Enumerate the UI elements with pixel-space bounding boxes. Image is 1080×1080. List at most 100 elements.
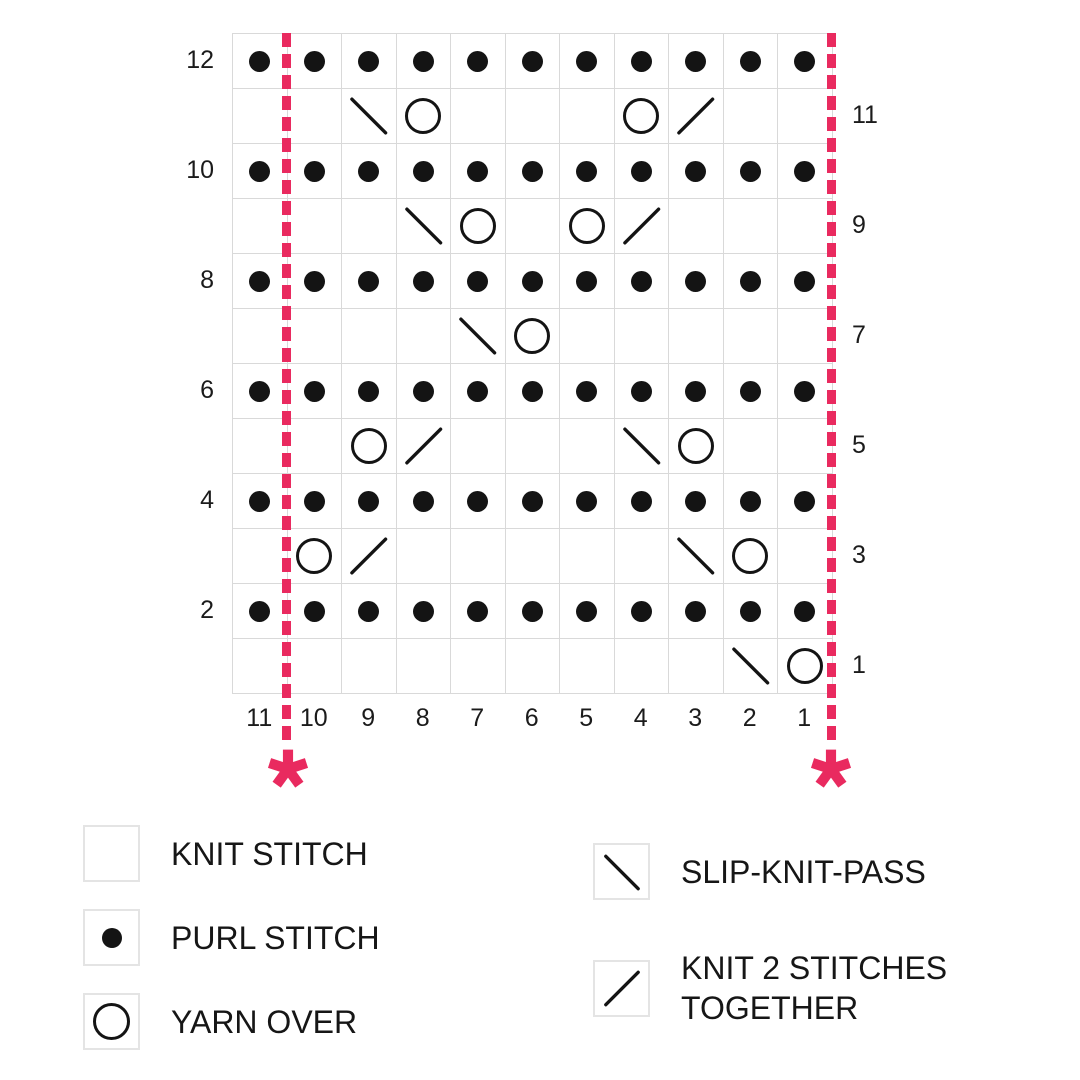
grid-cell-knit [451,89,506,144]
grid-cell-purl [669,364,724,419]
grid-cell-knit [669,199,724,254]
grid-cell-purl [342,584,397,639]
grid-cell-knit [505,639,560,694]
grid-cell-knit [560,419,615,474]
grid-cell-purl [560,34,615,89]
grid-cell-knit [287,639,342,694]
legend-label-skp: SLIP-KNIT-PASS [681,853,926,890]
grid-cell-purl [614,364,669,419]
asterisk-icon [267,749,309,788]
grid-cell-knit [233,529,288,584]
grid-cell-purl [396,34,451,89]
grid-cell-yo [287,529,342,584]
grid-cell-yo [614,89,669,144]
grid-cell-purl [614,474,669,529]
grid-cell-yo [396,89,451,144]
grid-cell-purl [560,364,615,419]
grid-cell-yo [342,419,397,474]
row-label-10: 10 [186,156,214,184]
row-label-2: 2 [200,596,214,624]
grid-cell-purl [233,34,288,89]
grid-cell-purl [396,584,451,639]
grid-cell-purl [560,584,615,639]
row-label-11: 11 [852,101,878,129]
grid-cell-knit [233,309,288,364]
grid-cell-purl [287,584,342,639]
grid-cell-k2tog [614,199,669,254]
grid-cell-purl [287,34,342,89]
slip-knit-pass-icon [593,843,650,900]
grid-cell-purl [505,34,560,89]
grid-cell-purl [451,584,506,639]
grid-cell-knit [396,639,451,694]
column-label-10: 10 [299,704,328,732]
knit-2-together-icon [593,959,650,1017]
grid-cell-knit [778,419,833,474]
grid-cell-purl [342,474,397,529]
grid-cell-purl [451,364,506,419]
grid-cell-knit [451,419,506,474]
grid-cell-k2tog [396,419,451,474]
yarn-over-icon [83,993,140,1050]
grid-cell-knit [778,529,833,584]
grid-cell-purl [233,474,288,529]
grid-cell-knit [505,419,560,474]
grid-cell-purl [287,364,342,419]
grid-cell-knit [614,529,669,584]
purl-stitch-icon [83,909,140,966]
column-label-4: 4 [633,704,648,732]
column-label-5: 5 [579,704,594,732]
legend-left-column: KNIT STITCH PURL STITCH YARN OVER [83,825,380,1077]
grid-cell-yo [451,199,506,254]
column-label-9: 9 [361,704,376,732]
grid-cell-knit [560,529,615,584]
grid-cell-purl [723,144,778,199]
legend-label-knit: KNIT STITCH [171,835,368,872]
row-label-3: 3 [852,541,866,569]
stitch-grid [232,33,833,694]
grid-cell-purl [233,364,288,419]
row-label-9: 9 [852,211,866,239]
grid-cell-knit [287,309,342,364]
grid-cell-knit [505,199,560,254]
grid-cell-knit [778,309,833,364]
grid-cell-knit [233,89,288,144]
grid-cell-purl [396,144,451,199]
grid-cell-purl [778,144,833,199]
grid-cell-skp [614,419,669,474]
column-label-11: 11 [246,704,273,732]
grid-cell-knit [233,199,288,254]
grid-cell-purl [233,254,288,309]
grid-cell-knit [233,639,288,694]
grid-cell-purl [342,254,397,309]
column-label-1: 1 [797,704,812,732]
grid-cell-purl [723,254,778,309]
row-label-7: 7 [852,321,866,349]
repeat-line-left [282,33,291,743]
grid-cell-knit [614,309,669,364]
legend-label-yarn-over: YARN OVER [171,1003,358,1040]
grid-cell-skp [342,89,397,144]
grid-cell-knit [778,199,833,254]
grid-cell-purl [396,364,451,419]
grid-cell-purl [723,474,778,529]
legend-label-purl: PURL STITCH [171,919,380,956]
grid-cell-purl [287,474,342,529]
legend-label-k2tog: KNIT 2 STITCHES TOGETHER [681,950,948,1026]
grid-cell-knit [233,419,288,474]
grid-cell-knit [723,89,778,144]
grid-cell-purl [723,34,778,89]
grid-cell-knit [669,309,724,364]
grid-cell-skp [451,309,506,364]
row-label-4: 4 [200,486,214,514]
grid-cell-yo [723,529,778,584]
grid-cell-knit [505,89,560,144]
grid-cell-knit [505,529,560,584]
grid-cell-purl [560,254,615,309]
grid-cell-purl [233,144,288,199]
legend-item-knit: KNIT STITCH [83,825,380,882]
grid-cell-purl [451,144,506,199]
grid-cell-knit [614,639,669,694]
column-label-7: 7 [470,704,485,732]
grid-cell-purl [778,364,833,419]
